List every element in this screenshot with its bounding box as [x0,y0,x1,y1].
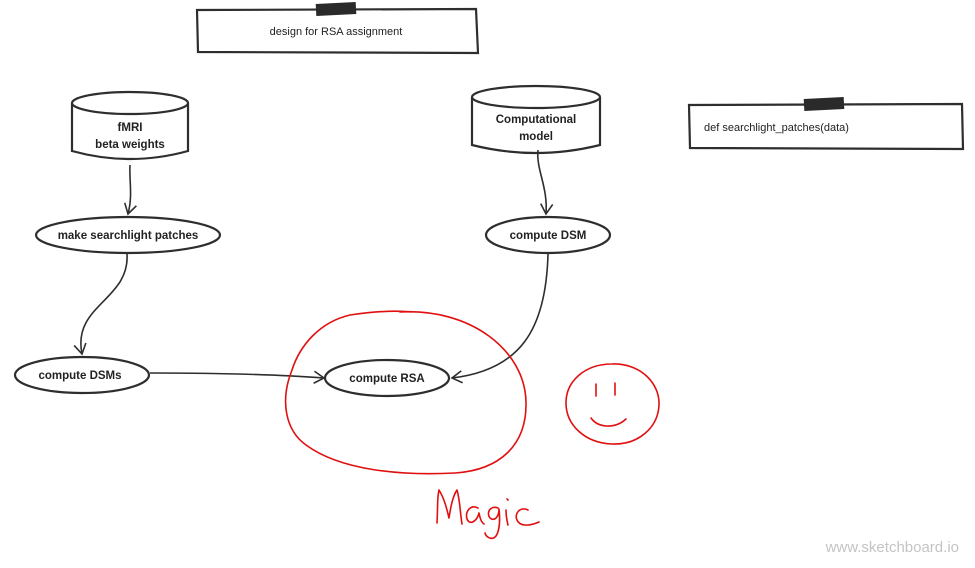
computational-label: Computational [496,114,577,126]
edge-searchlight-to-dsms [73,253,128,356]
model-label: model [519,131,553,143]
edge-fmri-to-searchlight [123,164,137,216]
node-compute-dsm-label: compute DSM [510,230,587,242]
red-circle-annotation [284,310,527,475]
node-compute-rsa[interactable]: compute RSA [323,358,451,398]
fmri-database[interactable]: fMRI beta weights [70,90,190,161]
fmri-label: fMRI [118,122,143,134]
magic-handwriting [436,489,540,540]
watermark: www.sketchboard.io [825,539,959,556]
title-note[interactable]: design for RSA assignment [195,1,480,55]
node-compute-dsm[interactable]: compute DSM [484,215,612,255]
node-compute-dsms[interactable]: compute DSMs [13,355,151,395]
edge-model-to-dsm [537,149,554,216]
tape-icon [803,96,845,112]
node-make-searchlight-patches[interactable]: make searchlight patches [34,215,222,255]
edge-dsm-to-rsa [450,253,549,384]
code-note[interactable]: def searchlight_patches(data) [687,96,965,151]
node-compute-dsms-label: compute DSMs [38,370,121,382]
computational-model-database[interactable]: Computational model [470,84,602,155]
smiley-face-icon [565,363,660,445]
beta-weights-label: beta weights [95,139,165,151]
code-note-text: def searchlight_patches(data) [704,122,849,134]
edge-dsms-to-rsa [149,370,326,384]
tape-icon [315,1,357,17]
node-compute-rsa-label: compute RSA [349,373,424,385]
title-note-text: design for RSA assignment [270,26,403,38]
node-make-searchlight-patches-label: make searchlight patches [58,230,199,242]
